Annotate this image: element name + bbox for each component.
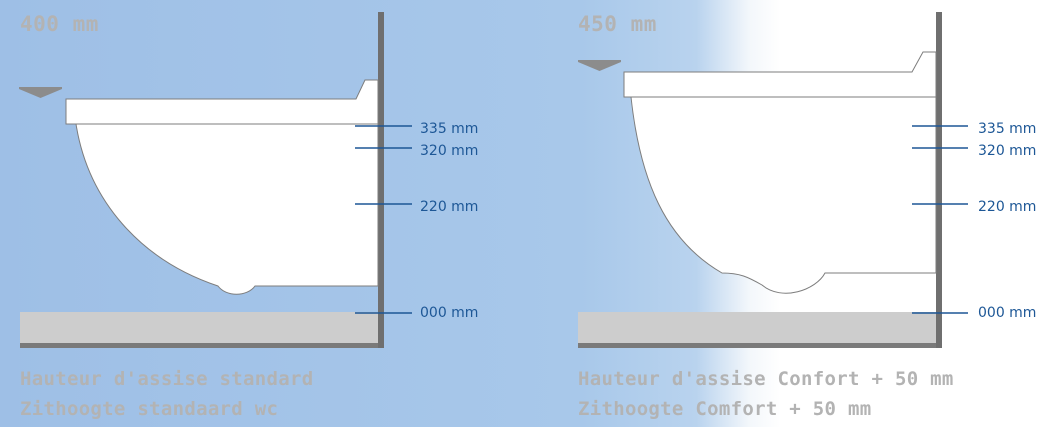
height-label: 450 mm <box>578 12 657 36</box>
caption-line-1: Hauteur d'assise standard <box>20 368 314 390</box>
panel-comfort <box>578 12 968 348</box>
wall <box>378 12 384 348</box>
measure-label-335: 335 mm <box>978 121 1037 137</box>
toilet-seat <box>65 79 379 125</box>
measure-label-220: 220 mm <box>420 199 479 215</box>
seat-height-marker-icon <box>19 89 62 98</box>
measure-label-335: 335 mm <box>420 121 479 137</box>
panel-standard <box>19 12 412 348</box>
toilet-seat <box>623 51 937 98</box>
toilet-bowl <box>630 96 937 294</box>
floor-slab <box>20 312 383 343</box>
measure-label-000: 000 mm <box>978 305 1037 321</box>
measure-label-320: 320 mm <box>420 143 479 159</box>
measure-label-000: 000 mm <box>420 305 479 321</box>
seat-height-marker-icon <box>578 62 621 71</box>
measure-label-320: 320 mm <box>978 143 1037 159</box>
floor-slab-edge <box>578 343 941 348</box>
caption-line-2: Zithoogte Comfort + 50 mm <box>578 398 872 420</box>
floor-slab <box>578 312 941 343</box>
measure-label-220: 220 mm <box>978 199 1037 215</box>
height-label: 400 mm <box>20 12 99 36</box>
wall <box>936 12 942 348</box>
caption-line-1: Hauteur d'assise Confort + 50 mm <box>578 368 954 390</box>
caption-line-2: Zithoogte standaard wc <box>20 398 279 420</box>
toilet-bowl <box>75 123 379 295</box>
floor-slab-edge <box>20 343 383 348</box>
